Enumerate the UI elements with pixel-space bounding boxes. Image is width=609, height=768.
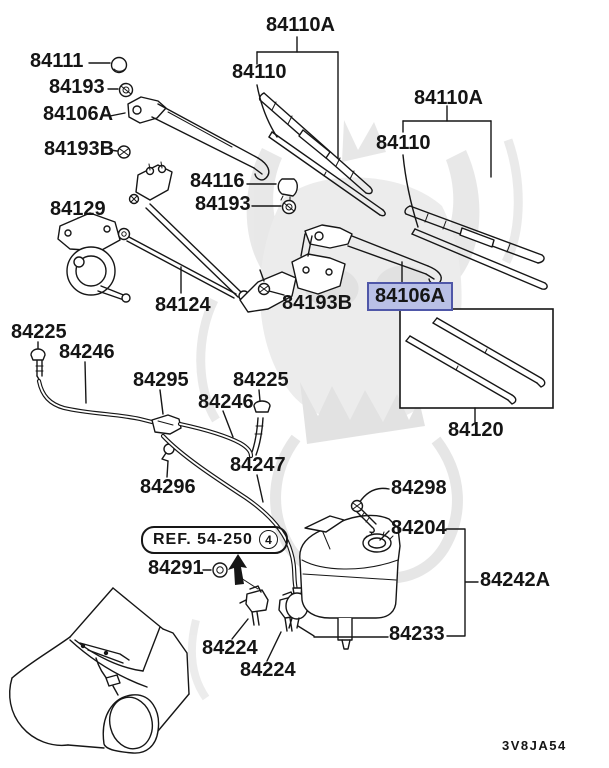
part-label-84204[interactable]: 84204	[391, 517, 447, 539]
wiper-motor-84129	[57, 212, 131, 303]
part-label-84111[interactable]: 84111	[30, 50, 84, 72]
part-label-84110-top[interactable]: 84110	[232, 61, 287, 83]
direction-arrow	[228, 554, 259, 590]
screw-84298	[350, 487, 390, 534]
part-label-84225-right[interactable]: 84225	[233, 369, 289, 391]
part-label-84225-left[interactable]: 84225	[11, 321, 67, 343]
part-label-84298[interactable]: 84298	[391, 477, 447, 499]
part-label-84110a-right[interactable]: 84110A	[414, 87, 483, 109]
clip-84116	[246, 178, 298, 202]
washer-nozzle-84225-left	[30, 341, 46, 382]
part-label-84291[interactable]: 84291	[148, 557, 204, 579]
tank-cap-84204	[362, 530, 394, 553]
part-label-84224-right[interactable]: 84224	[240, 659, 296, 681]
part-label-84246-right[interactable]: 84246	[198, 391, 254, 413]
part-label-84246-left[interactable]: 84246	[59, 341, 115, 363]
wiper-blade-right	[404, 205, 548, 290]
part-label-84116[interactable]: 84116	[190, 170, 245, 192]
wiper-blade-left	[258, 92, 386, 217]
washer-hose-84246-left	[36, 361, 155, 425]
part-label-84110a-top[interactable]: 84110A	[266, 14, 335, 36]
tank-bracket-lines	[313, 528, 479, 638]
part-label-84193-top[interactable]: 84193	[49, 76, 105, 98]
part-label-84295[interactable]: 84295	[133, 369, 189, 391]
hose-joint-84295	[151, 389, 182, 435]
wiper-linkage-84124	[117, 161, 346, 313]
part-label-84193b-left[interactable]: 84193B	[44, 138, 115, 160]
car-sketch	[9, 587, 190, 754]
diagram-code: 3V8JA54	[502, 738, 567, 753]
grommet-84291	[202, 562, 228, 578]
part-label-84247[interactable]: 84247	[230, 454, 286, 476]
washer-nozzle-84225-right	[250, 389, 271, 456]
part-label-84120[interactable]: 84120	[448, 419, 504, 441]
part-label-84106a-left[interactable]: 84106A	[43, 103, 114, 125]
washer-hose-84247	[160, 433, 299, 593]
wiper-arm-left	[109, 96, 270, 181]
washer-nozzle-84224-left	[231, 585, 269, 640]
part-label-84233[interactable]: 84233	[389, 623, 445, 645]
part-label-84224-left[interactable]: 84224	[202, 637, 258, 659]
reference-note-number: 4	[258, 530, 278, 549]
nut-84193-mid	[251, 199, 297, 215]
reference-note[interactable]: REF. 54-250 4	[141, 526, 288, 554]
pivot-cap-84111	[88, 56, 128, 74]
refill-box-84120	[399, 308, 554, 423]
nut-84193-top	[107, 82, 134, 98]
wiper-arm-right	[304, 224, 442, 285]
part-label-84193b-center[interactable]: 84193B	[282, 292, 353, 314]
hose-clip-84296	[161, 443, 175, 478]
part-label-84193-mid[interactable]: 84193	[195, 193, 251, 215]
washer-hose-84246-right	[177, 410, 254, 459]
part-label-84242a[interactable]: 84242A	[480, 569, 551, 591]
nut-84193b-left	[109, 145, 131, 159]
part-label-84106a-highlighted[interactable]: 84106A	[367, 282, 454, 311]
bracket-84110a-right	[402, 105, 492, 228]
part-label-84296[interactable]: 84296	[140, 476, 196, 498]
part-label-84129[interactable]: 84129	[50, 198, 106, 220]
part-label-84124[interactable]: 84124	[155, 294, 211, 316]
reference-note-text: REF. 54-250	[153, 530, 253, 548]
part-label-84110-right[interactable]: 84110	[376, 132, 431, 154]
